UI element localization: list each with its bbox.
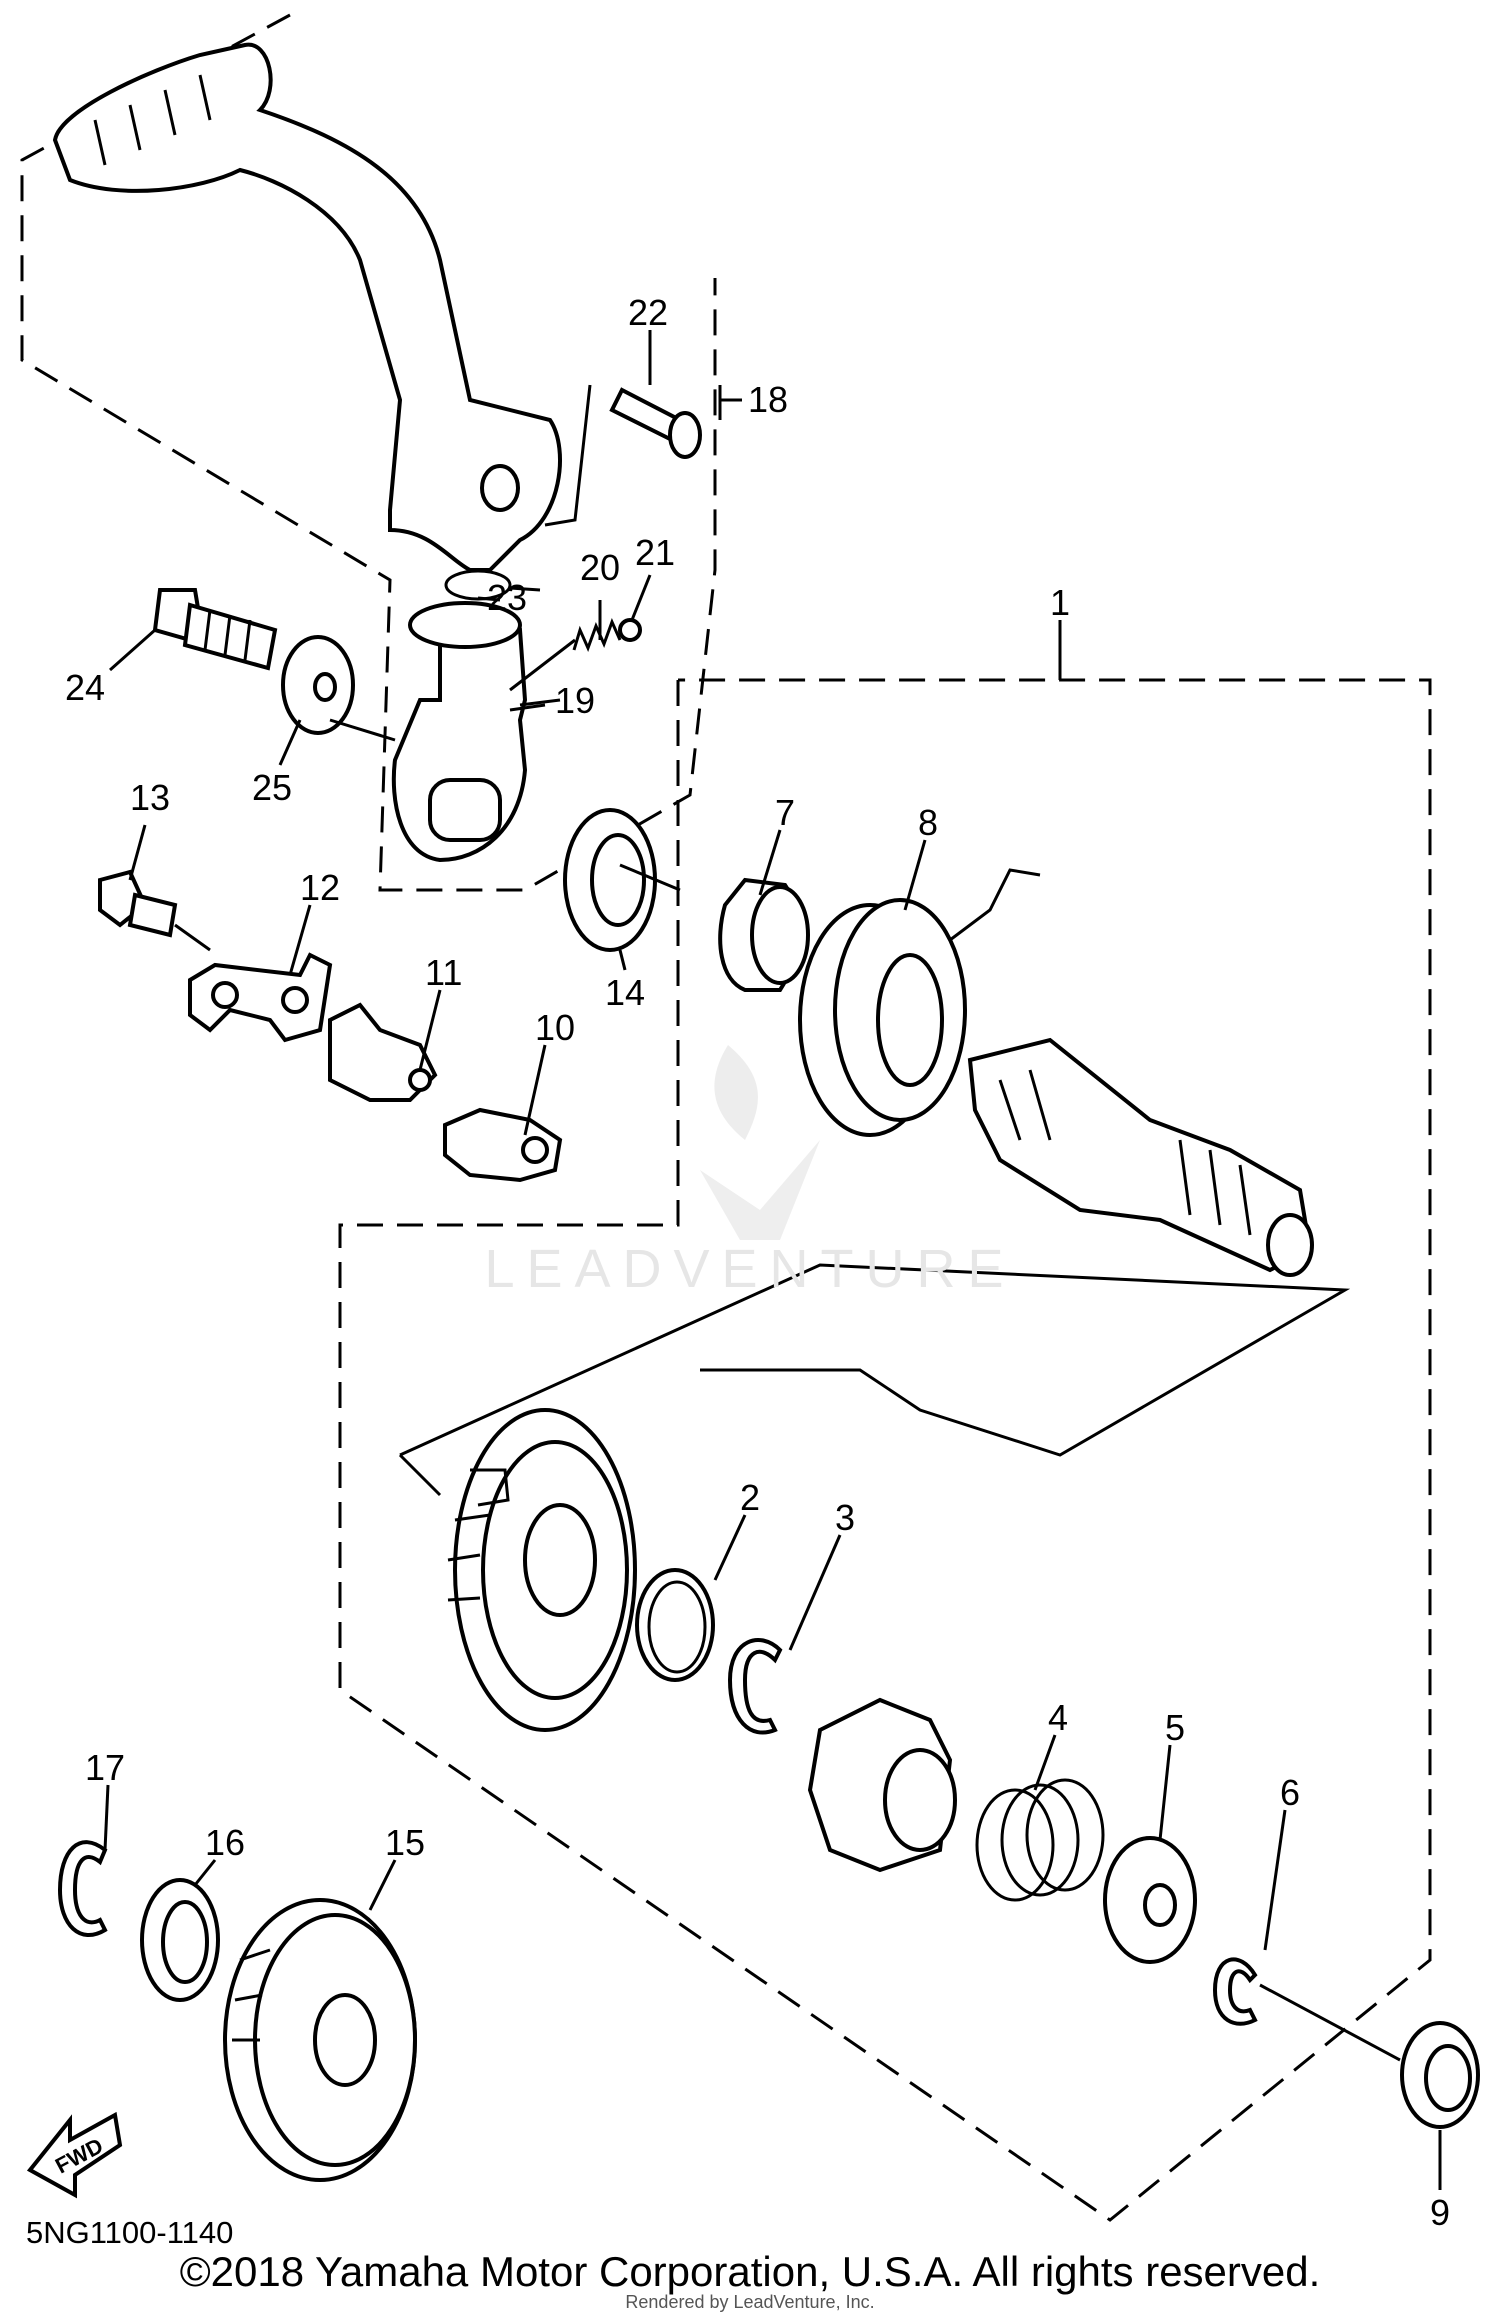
callout-19: 19 (555, 680, 595, 721)
callout-3: 3 (835, 1497, 855, 1538)
kick-boss-19 (391, 601, 528, 863)
ratchet (807, 1697, 957, 1873)
bolt-13 (98, 869, 178, 938)
plate-12 (188, 952, 333, 1043)
spring-20 (572, 617, 622, 653)
torsion-spring-8 (798, 868, 1041, 1137)
callout-8: 8 (918, 802, 938, 843)
axle-assembly-outline (399, 1263, 1351, 1457)
callout-24: 24 (65, 667, 105, 708)
circlip-3 (727, 1638, 783, 1735)
callout-13: 13 (130, 777, 170, 818)
ball-21 (618, 618, 642, 642)
callout-21: 21 (635, 532, 675, 573)
callout-23: 23 (487, 577, 527, 618)
watermark-text: LEADVENTURE (484, 1239, 1016, 1299)
callout-4: 4 (1048, 1697, 1068, 1738)
spring-4 (975, 1778, 1105, 1902)
callout-20: 20 (580, 547, 620, 588)
leader-lines (103, 330, 1442, 2190)
kick-axle-group-boundary (338, 678, 1432, 2222)
watermark-logo (700, 1045, 820, 1240)
rendered-by-notice: Rendered by LeadVenture, Inc. (625, 2292, 875, 2312)
washer-25 (281, 635, 355, 735)
callout-18: 18 (748, 379, 788, 420)
kick-gear (447, 1408, 637, 1732)
bolt-22 (609, 387, 702, 459)
oil-seal-14 (563, 808, 657, 952)
diagram-code: 5NG1100-1140 (26, 2215, 234, 2250)
washer-16 (140, 1878, 220, 2002)
kick-axle (967, 1037, 1314, 1277)
callouts: 1 2 3 4 5 6 7 8 9 10 11 12 13 14 15 16 1… (65, 292, 1450, 2233)
callout-7: 7 (775, 792, 795, 833)
fwd-arrow (26, 2111, 123, 2199)
circlip-6 (1212, 1957, 1258, 2026)
callout-16: 16 (205, 1822, 245, 1863)
callout-22: 22 (628, 292, 668, 333)
callout-1: 1 (1050, 582, 1070, 623)
collar-7 (718, 877, 810, 992)
washer-9 (1400, 2021, 1480, 2129)
callout-15: 15 (385, 1822, 425, 1863)
callout-6: 6 (1280, 1772, 1300, 1813)
callout-17: 17 (85, 1747, 125, 1788)
callout-25: 25 (252, 767, 292, 808)
callout-14: 14 (605, 972, 645, 1013)
washer-5 (1103, 1836, 1197, 1964)
callout-9: 9 (1430, 2192, 1450, 2233)
kick-lever (52, 42, 562, 572)
kick-lever-group-boundary (20, 13, 717, 892)
bolt-24 (152, 588, 278, 671)
callout-11: 11 (425, 952, 462, 993)
idle-gear-15 (223, 1898, 417, 2182)
circlip-17 (57, 1840, 108, 1937)
callout-5: 5 (1165, 1707, 1185, 1748)
callout-12: 12 (300, 867, 340, 908)
callout-10: 10 (535, 1007, 575, 1048)
copyright-notice: ©2018 Yamaha Motor Corporation, U.S.A. A… (179, 2248, 1321, 2295)
callout-18-bracket (544, 384, 592, 527)
callout-2: 2 (740, 1477, 760, 1518)
